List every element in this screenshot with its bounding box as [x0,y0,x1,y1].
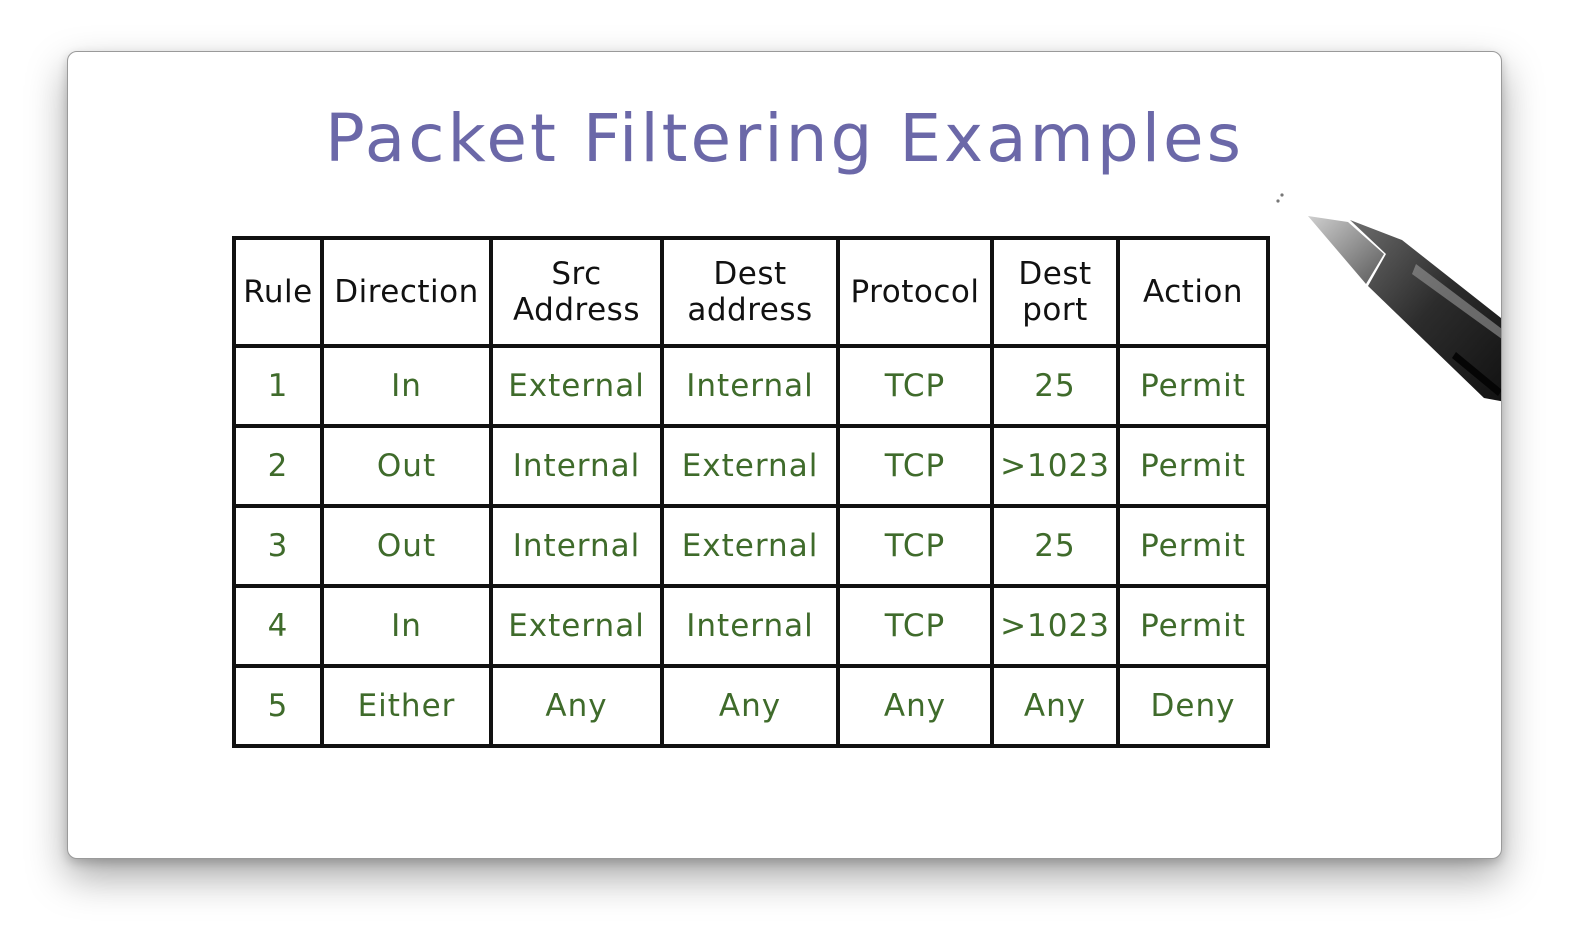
cell-dest-address: Any [660,664,840,748]
table-row: 2 Out Internal External TCP >1023 Permit [232,424,1270,508]
cell-action: Permit [1116,344,1270,428]
cell-dest-port: >1023 [990,424,1120,508]
ink-dots [1276,193,1284,203]
table-row: 5 Either Any Any Any Any Deny [232,664,1270,748]
cell-src-address: External [489,344,664,428]
cell-rule: 4 [232,584,324,668]
cell-dest-address: Internal [660,584,840,668]
cell-direction: In [320,584,493,668]
cell-rule: 5 [232,664,324,748]
cell-action: Deny [1116,664,1270,748]
header-direction: Direction [320,236,493,348]
cell-dest-port: Any [990,664,1120,748]
cell-action: Permit [1116,584,1270,668]
slide-title: Packet Filtering Examples [324,100,1245,177]
table-row: 3 Out Internal External TCP 25 Permit [232,504,1270,588]
cell-src-address: Internal [489,424,664,508]
cell-rule: 3 [232,504,324,588]
cell-dest-port: >1023 [990,584,1120,668]
header-protocol: Protocol [836,236,994,348]
cell-protocol: TCP [836,424,994,508]
cell-protocol: TCP [836,344,994,428]
pen-icon [1308,216,1501,402]
cell-dest-address: Internal [660,344,840,428]
cell-rule: 2 [232,424,324,508]
cell-dest-port: 25 [990,344,1120,428]
cell-rule: 1 [232,344,324,428]
cell-src-address: Internal [489,504,664,588]
cell-direction: Out [320,504,493,588]
table-row: 1 In External Internal TCP 25 Permit [232,344,1270,428]
cell-protocol: Any [836,664,994,748]
cell-dest-address: External [660,504,840,588]
cell-src-address: External [489,584,664,668]
slide-canvas: Packet Filtering Examples Rule Direction… [67,51,1502,859]
cell-dest-port: 25 [990,504,1120,588]
cell-direction: In [320,344,493,428]
cell-src-address: Any [489,664,664,748]
cell-action: Permit [1116,424,1270,508]
header-action: Action [1116,236,1270,348]
cell-action: Permit [1116,504,1270,588]
cell-protocol: TCP [836,584,994,668]
cell-protocol: TCP [836,504,994,588]
cell-dest-address: External [660,424,840,508]
table-row: 4 In External Internal TCP >1023 Permit [232,584,1270,668]
cell-direction: Either [320,664,493,748]
cell-direction: Out [320,424,493,508]
header-rule: Rule [232,236,324,348]
